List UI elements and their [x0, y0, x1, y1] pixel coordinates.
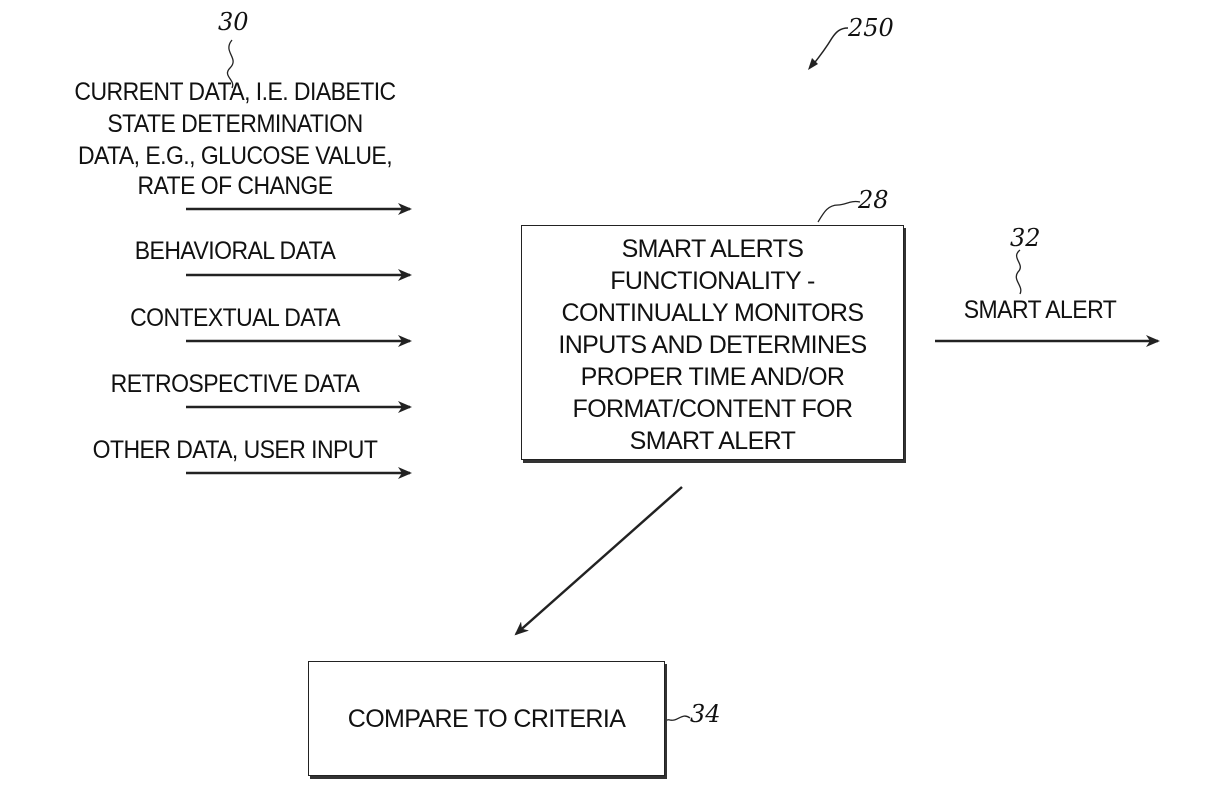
input-label-line: DATA, E.G., GLUCOSE VALUE, — [56, 140, 415, 172]
box-line: FORMAT/CONTENT FOR — [522, 393, 903, 425]
compare-box-ref-number: 34 — [690, 700, 721, 728]
smart-alerts-ref-number: 28 — [858, 186, 889, 214]
box-line: SMART ALERTS — [522, 233, 903, 265]
inputs-ref-number: 30 — [218, 8, 249, 36]
input-label-retrospective-data: RETROSPECTIVE DATA — [92, 368, 377, 400]
leader-line-32 — [1016, 250, 1021, 294]
input-label-behavioral-data: BEHAVIORAL DATA — [102, 235, 369, 267]
leader-line-28 — [818, 202, 860, 222]
box-line: CONTINUALLY MONITORS — [522, 297, 903, 329]
leader-line-34 — [663, 716, 690, 738]
input-label-other-data: OTHER DATA, USER INPUT — [74, 434, 396, 466]
input-label-line: CURRENT DATA, I.E. DIABETIC — [56, 76, 415, 108]
output-ref-number: 32 — [1010, 224, 1041, 252]
box-line: FUNCTIONALITY - — [522, 265, 903, 297]
box-line: INPUTS AND DETERMINES — [522, 329, 903, 361]
input-label-line: RATE OF CHANGE — [56, 170, 415, 202]
figure-ref-number: 250 — [848, 14, 894, 42]
smart-alerts-functionality-box: SMART ALERTS FUNCTIONALITY - CONTINUALLY… — [521, 225, 904, 460]
output-label-smart-alert: SMART ALERT — [948, 294, 1132, 326]
compare-box-label: COMPARE TO CRITERIA — [348, 703, 626, 735]
leader-arrow-250 — [812, 28, 848, 66]
input-label-contextual-data: CONTEXTUAL DATA — [102, 302, 369, 334]
input-label-line: STATE DETERMINATION — [56, 108, 415, 140]
arrow-to-compare-box — [516, 487, 682, 634]
box-line: PROPER TIME AND/OR — [522, 361, 903, 393]
box-line: SMART ALERT — [522, 425, 903, 457]
compare-to-criteria-box: COMPARE TO CRITERIA — [308, 661, 665, 776]
